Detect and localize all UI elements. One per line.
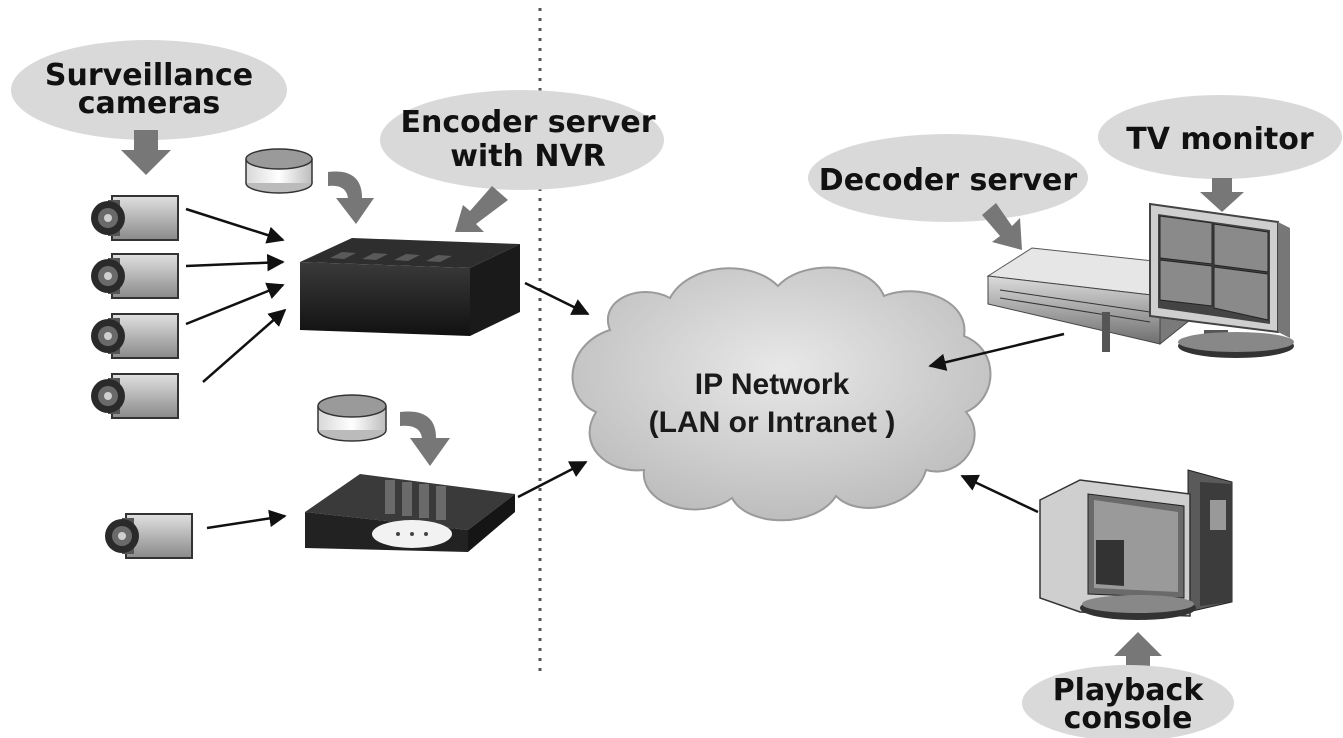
down-arrow-icon [1200, 178, 1244, 212]
encoder-device-icon [305, 474, 515, 552]
tv-monitor-icon [1149, 202, 1294, 358]
camera-icon [91, 195, 179, 241]
playback-computer-icon [1039, 469, 1233, 620]
playback-to-network-arrow [960, 474, 1039, 514]
surveillance-cameras-callout: Surveillance cameras [11, 40, 287, 140]
camera-icon [105, 513, 193, 559]
decoder-label: Decoder server [819, 163, 1078, 198]
down-right-arrow-icon [982, 203, 1022, 250]
encoder-label-line2: with NVR [450, 139, 606, 174]
network-label-line2: (LAN or Intranet ) [649, 406, 896, 439]
storage-disk-icon [317, 394, 387, 442]
decoder-to-network-arrow [928, 332, 1065, 371]
down-arrow-icon [121, 130, 171, 175]
decoder-server-callout: Decoder server [808, 134, 1088, 222]
playback-label-line1: Playback [1053, 673, 1205, 708]
playback-label-line2: console [1064, 701, 1193, 736]
camera-icon [91, 313, 179, 359]
storage-disk-icon [245, 148, 313, 194]
encoder-label-line1: Encoder server [401, 105, 656, 140]
surveillance-label-line1: Surveillance [45, 58, 253, 93]
camera-icon [91, 373, 179, 419]
curved-arrow-icon [328, 171, 374, 224]
network-label-line1: IP Network [695, 368, 850, 401]
camera-arrows [185, 207, 287, 530]
ip-network-cloud: IP Network (LAN or Intranet ) [571, 266, 992, 522]
playback-console-callout: Playback console [1022, 665, 1234, 738]
encoder-server-icon [300, 238, 520, 336]
tv-monitor-label: TV monitor [1126, 122, 1314, 157]
up-arrow-icon [1114, 632, 1162, 668]
camera-icon [91, 253, 179, 299]
encoder-to-network-arrows [517, 281, 590, 499]
encoder-server-callout: Encoder server with NVR [380, 90, 664, 190]
down-left-arrow-icon [455, 186, 508, 232]
curved-arrow-icon [400, 411, 450, 466]
tv-monitor-callout: TV monitor [1098, 95, 1342, 179]
surveillance-label-line2: cameras [78, 86, 221, 121]
